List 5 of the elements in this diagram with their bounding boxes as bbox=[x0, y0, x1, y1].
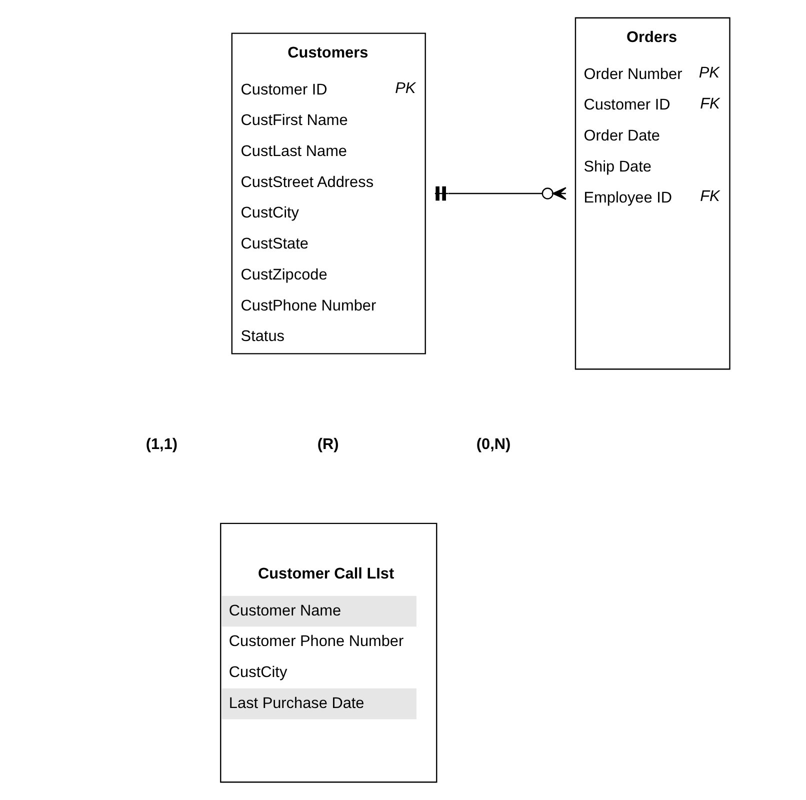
node-box: Customers Customer ID PK CustFirst Name CustLast Name CustStreet Address CustCity CustState CustZipcode CustPhone Number Status bbox=[230, 32, 426, 354]
label: (R) bbox=[316, 436, 338, 454]
label: (1,1) bbox=[145, 436, 178, 454]
node-box: Orders Order Number PK Customer ID FK Order Date Ship Date Employee ID FK bbox=[574, 17, 730, 370]
label: (0,N) bbox=[476, 436, 510, 454]
